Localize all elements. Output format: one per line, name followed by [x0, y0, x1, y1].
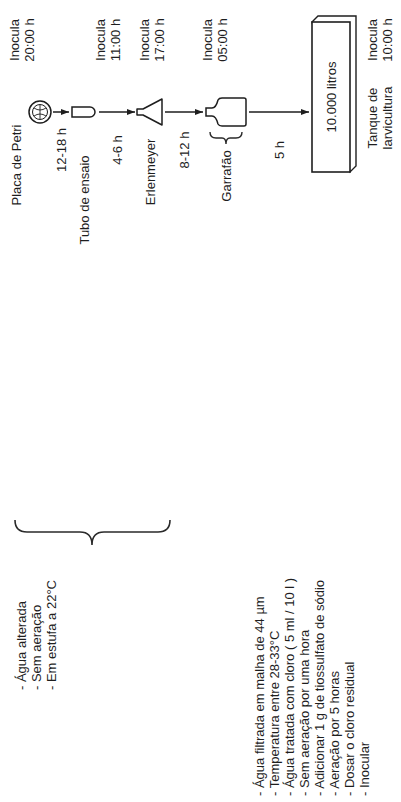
dish-rim: [29, 101, 51, 123]
dish-culture: [34, 105, 46, 119]
inoculation-time: Inocula 11:00 h: [93, 15, 123, 65]
volume-text: 10.000 litros: [324, 62, 339, 133]
duration-label: 5 h: [272, 139, 287, 161]
flow-arrow: [53, 111, 69, 113]
tank-side: [312, 16, 356, 172]
stage-name: Erlenmeyer: [143, 139, 158, 205]
condition-item: - Sem aeração: [29, 580, 44, 690]
test-tube: Tubo de ensaio: [70, 98, 98, 248]
petri-dish: Placa de Petri: [4, 98, 52, 210]
condition-item: - Água alterada: [14, 580, 29, 690]
condition-list: - Água filtrada em malha de 44 µm- Tempe…: [252, 578, 372, 796]
flow-arrow: [249, 111, 309, 113]
stage-name: Tubo de ensaio: [77, 155, 92, 244]
flow-arrow: [99, 111, 135, 113]
condition-item: - Temperatura entre 28-33°C: [267, 578, 282, 796]
condition-item: - Inocular: [357, 578, 372, 796]
flow-arrow: [165, 111, 203, 113]
tube-outline: [72, 107, 95, 117]
condition-item: - Sem aeração por uma hora: [297, 578, 312, 796]
inoculation-time: Inocula 05:00 h: [200, 15, 230, 65]
condition-item: - Dosar o cloro residual: [342, 578, 357, 796]
condition-list: - Água alterada- Sem aeração- Em estufa …: [14, 580, 59, 690]
duration-label: 8-12 h: [177, 130, 192, 171]
inoculation-time: Inocula 17:00 h: [137, 15, 167, 65]
bottle-outline: [206, 98, 246, 126]
curly-bracket: [210, 132, 242, 144]
inoculation-time: Inocula 10:00 h: [365, 15, 395, 65]
stage-name: Placa de Petri: [9, 125, 24, 206]
tank-front: [312, 22, 350, 172]
dish-inner: [33, 105, 48, 120]
condition-item: - Adicionar 1 g de tiossulfato de sódio: [312, 578, 327, 796]
erlenmeyer-flask: Erlenmeyer: [136, 98, 164, 210]
curly-bracket: [15, 520, 170, 545]
stage-name: Garrafão: [219, 150, 234, 201]
duration-label: 4-6 h: [110, 133, 125, 167]
duration-label: 12-18 h: [54, 126, 69, 174]
carboy-bottle: Garrafão: [204, 94, 248, 206]
stage-name: Tanque de larvicultura: [365, 82, 395, 154]
condition-item: - Aeração por 5 horas: [327, 578, 342, 796]
inoculation-time: Inocula 20:00 h: [7, 15, 37, 65]
condition-item: - Água filtrada em malha de 44 µm: [252, 578, 267, 796]
condition-item: - Água tratada com cloro ( 5 ml / 10 l ): [282, 578, 297, 796]
flask-outline: [137, 99, 162, 125]
condition-item: - Em estufa a 22°C: [44, 580, 59, 690]
